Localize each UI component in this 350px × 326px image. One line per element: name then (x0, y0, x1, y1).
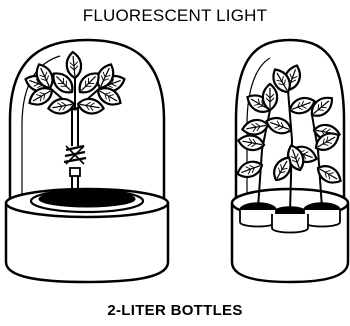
right-bottle (232, 40, 348, 282)
left-bottle (6, 40, 168, 282)
left-plant (23, 51, 127, 198)
left-bottle-dome (10, 40, 164, 205)
container-label: 2-LITER BOTTLES (0, 302, 350, 319)
